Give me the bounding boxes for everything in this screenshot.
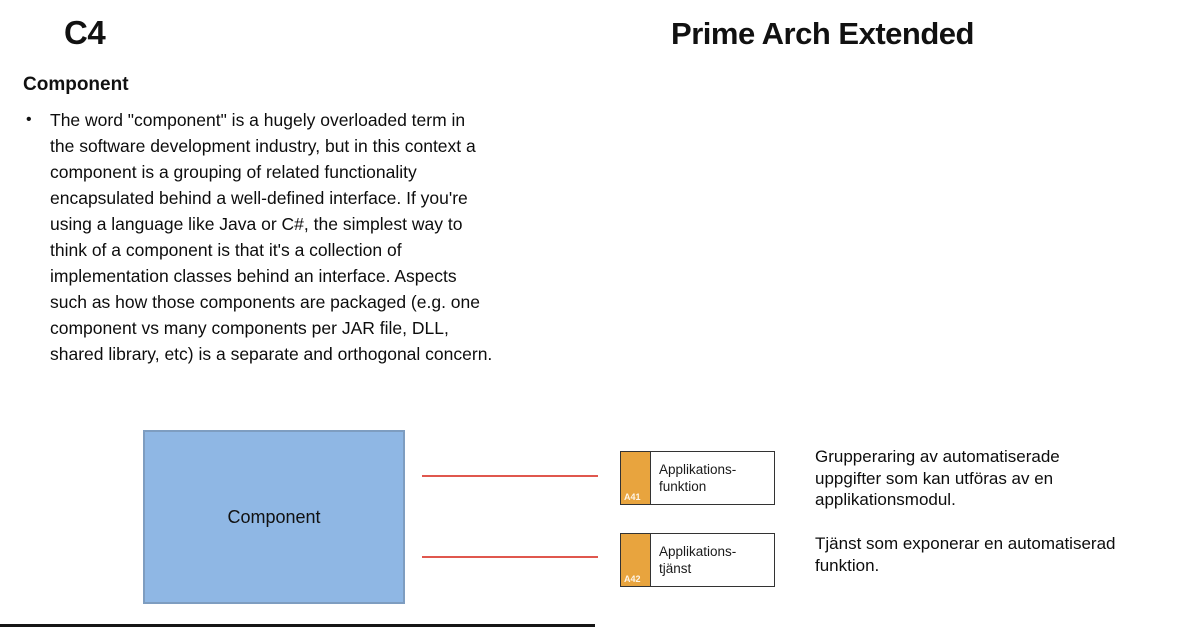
component-box: Component	[143, 430, 405, 604]
connector-line-a42	[422, 556, 598, 558]
element-tab-a41: A41	[621, 452, 651, 504]
connector-line-a41	[422, 475, 598, 477]
element-name-a41: Applikations- funktion	[659, 462, 737, 494]
element-code-a42: A42	[624, 574, 641, 584]
bullet-item: • The word "component" is a hugely overl…	[26, 107, 586, 367]
left-column-title: C4	[64, 14, 106, 51]
element-description-a41: Grupperaring av automatiserade uppgifter…	[815, 447, 1060, 509]
element-code-a41: A41	[624, 492, 641, 502]
element-description-a42: Tjänst som exponerar en automatiserad fu…	[815, 534, 1116, 575]
bullet-icon: •	[26, 111, 32, 128]
section-heading: Component	[23, 74, 129, 95]
element-box-applikationsfunktion: A41 Applikations- funktion	[620, 451, 775, 505]
bottom-bar	[0, 624, 595, 627]
right-column-title: Prime Arch Extended	[671, 16, 974, 51]
element-name-a42: Applikations- tjänst	[659, 544, 737, 576]
element-box-applikationstjanst: A42 Applikations- tjänst	[620, 533, 775, 587]
bullet-text: The word "component" is a hugely overloa…	[50, 110, 493, 364]
element-tab-a42: A42	[621, 534, 651, 586]
component-box-label: Component	[227, 506, 321, 527]
